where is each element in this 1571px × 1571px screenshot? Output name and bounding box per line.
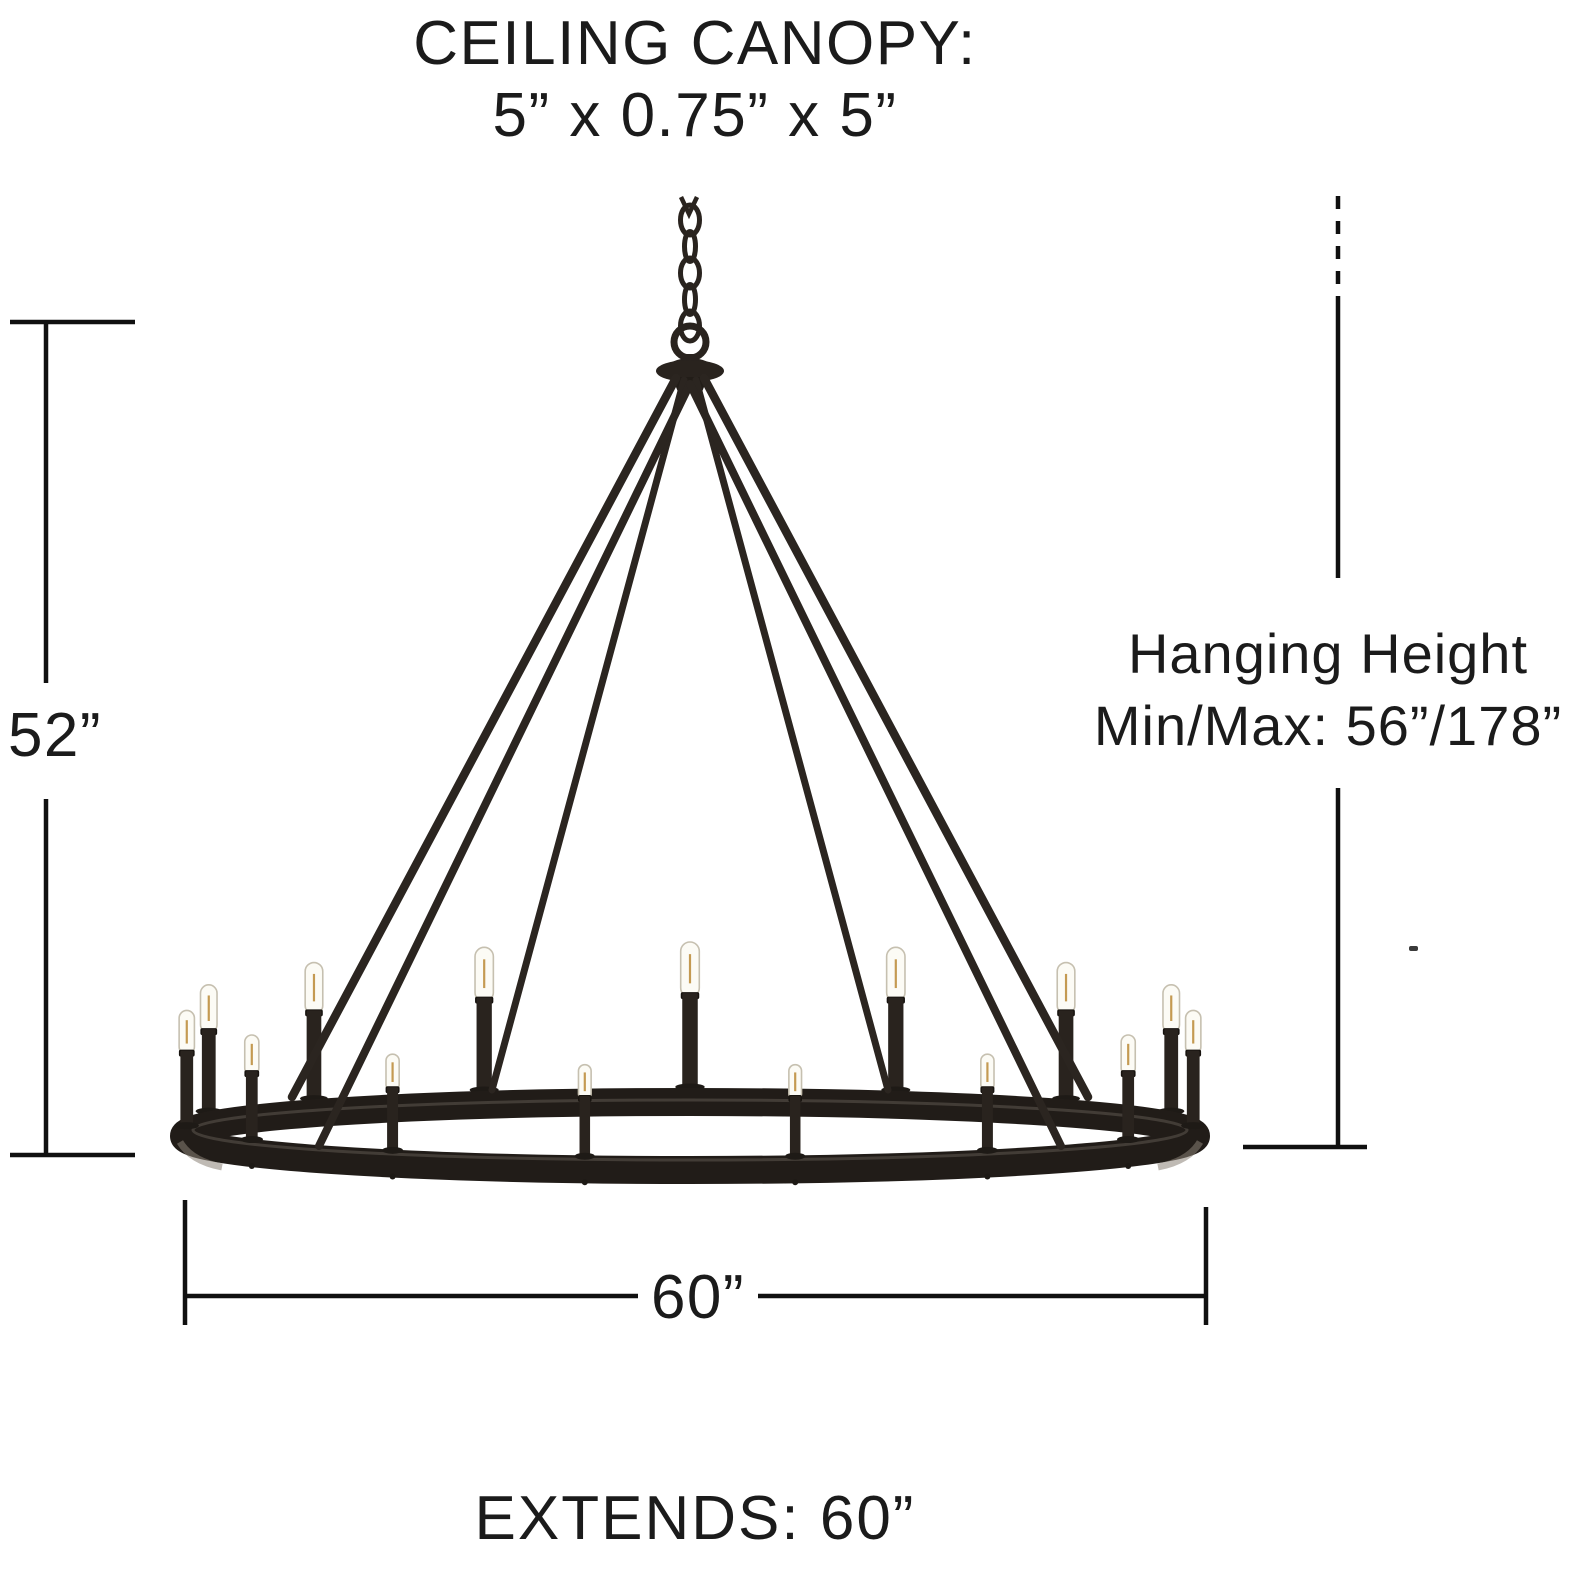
extends-label: EXTENDS: 60”: [474, 1484, 916, 1553]
band-nub: [1125, 1163, 1132, 1169]
ceiling-canopy-label: CEILING CANOPY: 5” x 0.75” x 5”: [0, 8, 1390, 152]
band-nub: [581, 1179, 588, 1186]
rod-left-front: [315, 380, 694, 1150]
ring-screw-nubs: [248, 1163, 1132, 1186]
band-right-highlight: [1157, 1140, 1204, 1171]
candle-holder: [1186, 1050, 1200, 1126]
candle-holder: [245, 1071, 258, 1140]
width-dimension-label: 60”: [650, 1263, 746, 1332]
candle-base: [785, 1152, 806, 1160]
candle-light: [469, 946, 499, 1094]
stray-mark: [1409, 946, 1418, 951]
front-candles: [174, 1009, 1206, 1160]
candle-holder: [789, 1096, 801, 1157]
ceiling-canopy-title: CEILING CANOPY:: [413, 9, 977, 78]
hanging-height-line1: Hanging Height: [1127, 622, 1529, 685]
candle-holder: [888, 997, 904, 1091]
candle-light: [976, 1053, 998, 1154]
candle-base: [1181, 1122, 1206, 1130]
candle-light: [574, 1063, 595, 1160]
candle-light: [785, 1063, 806, 1160]
rod-left-back: [488, 376, 688, 1094]
band-nub: [389, 1173, 396, 1180]
candle-holder: [1164, 1029, 1179, 1112]
candle-holder: [387, 1087, 399, 1151]
band-nub: [248, 1163, 255, 1169]
chain-icon: [678, 196, 702, 344]
candle-base: [382, 1146, 404, 1154]
candle-light: [195, 984, 222, 1115]
candle-light: [382, 1053, 404, 1154]
rod-right-back: [692, 376, 892, 1094]
ring-band: [170, 1088, 1210, 1184]
candle-holder: [1122, 1071, 1135, 1140]
band-nub: [984, 1173, 991, 1180]
rod-right-outer: [699, 373, 1093, 1102]
candle-light: [1117, 1034, 1140, 1143]
band-nub: [792, 1179, 799, 1186]
candle-light: [1181, 1009, 1206, 1130]
candle-light: [240, 1034, 263, 1143]
dimension-lines: [10, 196, 1367, 1325]
support-rods: [287, 373, 1093, 1150]
candle-holder: [682, 993, 698, 1087]
candle-base: [240, 1136, 263, 1143]
candle-holder: [476, 997, 492, 1091]
height-dimension-label: 52”: [7, 701, 103, 770]
ceiling-canopy-size: 5” x 0.75” x 5”: [492, 81, 898, 150]
candle-base: [976, 1146, 998, 1154]
back-candles: [195, 941, 1185, 1115]
candle-light: [675, 941, 705, 1091]
candle-base: [574, 1152, 595, 1160]
band-left-highlight: [176, 1140, 223, 1171]
candle-base: [174, 1122, 199, 1130]
hanging-height-line2: Min/Max: 56”/178”: [1093, 694, 1563, 757]
candle-holder: [201, 1029, 216, 1112]
rod-left-outer: [287, 373, 681, 1102]
candle-light: [174, 1009, 199, 1130]
rod-right-front: [686, 380, 1065, 1150]
candle-base: [1117, 1136, 1140, 1143]
candle-holder: [180, 1050, 194, 1126]
candle-light: [1158, 984, 1185, 1115]
candle-holder: [579, 1096, 591, 1157]
candle-holder: [981, 1087, 993, 1151]
hanging-height-label: Hanging Height Min/Max: 56”/178”: [1085, 618, 1571, 762]
